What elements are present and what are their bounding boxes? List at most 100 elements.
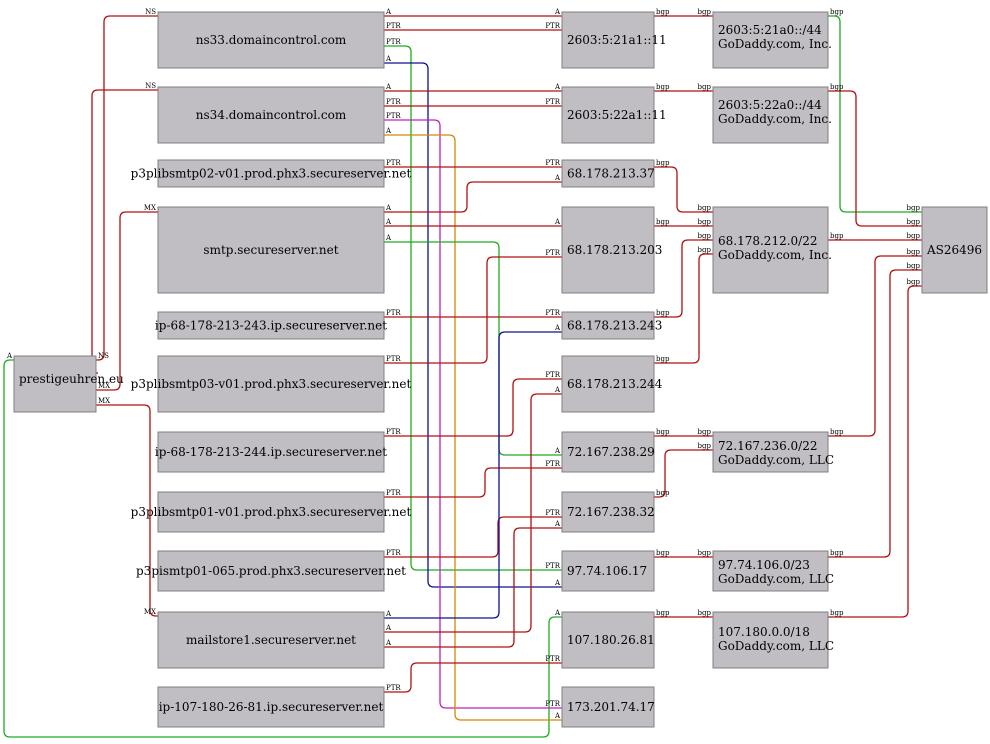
node-ip9717[interactable]: 97.74.106.17	[561, 550, 655, 592]
edge-line	[91, 89, 158, 374]
edge-label-start: PTR	[386, 309, 401, 317]
edge-label-start: PTR	[386, 112, 401, 120]
node-box	[561, 491, 655, 533]
edge-label-end: bgp	[907, 218, 921, 226]
node-ip10781[interactable]: 107.180.26.81	[561, 611, 655, 669]
edge-mailstore-ip243a: AA	[384, 324, 562, 619]
node-ip244a[interactable]: 68.178.213.244	[561, 355, 663, 413]
edge-label-start: A	[6, 352, 13, 360]
node-box	[157, 159, 385, 188]
node-box	[561, 11, 655, 69]
node-box	[157, 550, 385, 592]
edge-label-end: A	[554, 218, 561, 226]
edge-ns33-ip9717: AA	[384, 55, 562, 588]
edge-label-start: A	[385, 234, 392, 242]
node-box	[157, 355, 385, 413]
node-p3pli01[interactable]: p3plibsmtp01-v01.prod.phx3.secureserver.…	[131, 491, 412, 533]
edge-mailstore-ip32: AA	[384, 520, 562, 648]
node-v6b[interactable]: 2603:5:22a1::11	[561, 86, 667, 144]
edge-label-end: MX	[144, 608, 156, 616]
edge-label-end: PTR	[545, 655, 560, 663]
node-p3pli02[interactable]: p3plibsmtp02-v01.prod.phx3.secureserver.…	[131, 159, 412, 188]
edge-label-end: bgp	[698, 232, 712, 240]
node-label: 2603:5:22a1::11	[567, 108, 667, 122]
node-sublabel: GoDaddy.com, LLC	[718, 453, 834, 467]
edge-ns34-ip173: AA	[384, 127, 562, 721]
edge-label-end: bgp	[907, 204, 921, 212]
edge-label-end: bgp	[698, 549, 712, 557]
edge-label-start: A	[385, 83, 392, 91]
edge-label-end: A	[554, 386, 561, 394]
node-label: 2603:5:21a1::11	[567, 33, 667, 47]
node-ns34[interactable]: ns34.domaincontrol.com	[157, 86, 385, 144]
edge-label-end: bgp	[698, 428, 712, 436]
edge-label-end: A	[554, 447, 561, 455]
node-ip243a[interactable]: 68.178.213.243	[561, 311, 662, 340]
edge-line	[384, 378, 562, 437]
node-p3pis[interactable]: p3pismtp01-065.prod.phx3.secureserver.ne…	[136, 550, 406, 592]
edge-label-end: NS	[145, 82, 156, 90]
node-label: mailstore1.secureserver.net	[186, 633, 356, 647]
node-p3pli03[interactable]: p3plibsmtp03-v01.prod.phx3.secureserver.…	[131, 355, 412, 413]
node-v6a[interactable]: 2603:5:21a1::11	[561, 11, 667, 69]
node-ip173[interactable]: 173.201.74.17	[561, 686, 655, 728]
edge-label-start: bgp	[656, 549, 670, 557]
edge-line	[654, 166, 713, 213]
edge-line	[384, 134, 562, 721]
edge-label-start: A	[385, 218, 392, 226]
node-box	[712, 206, 829, 294]
edge-label-start: bgp	[656, 159, 670, 167]
edge-line	[828, 269, 922, 558]
edge-pfx22-as: bgp bgp	[828, 83, 922, 227]
node-ns33[interactable]: ns33.domaincontrol.com	[157, 11, 385, 69]
nodes-layer: prestigeuhren.eu ns33.domaincontrol.com ns…	[13, 11, 988, 728]
edge-label-end: PTR	[545, 22, 560, 30]
edge-line	[3, 359, 562, 738]
node-ip243[interactable]: ip-68-178-213-243.ip.secureserver.net	[155, 311, 387, 340]
node-label: 68.178.213.244	[567, 377, 663, 391]
node-ip244[interactable]: ip-68-178-213-244.ip.secureserver.net	[155, 431, 387, 473]
node-label: ip-68-178-213-243.ip.secureserver.net	[155, 319, 387, 333]
edge-line	[828, 15, 922, 213]
edge-label-start: A	[385, 624, 392, 632]
node-box	[157, 491, 385, 533]
node-label: ip-107-180-26-81.ip.secureserver.net	[159, 700, 384, 714]
node-ip32[interactable]: 72.167.238.32	[561, 491, 655, 533]
edge-line	[384, 45, 562, 571]
edge-label-end: bgp	[698, 609, 712, 617]
edge-label-end: bgp	[907, 262, 921, 270]
node-as[interactable]: AS26496	[921, 206, 988, 294]
node-box	[712, 431, 829, 473]
node-ip203[interactable]: 68.178.213.203	[561, 206, 662, 294]
node-box	[157, 431, 385, 473]
edge-label-start: PTR	[386, 489, 401, 497]
node-smtp[interactable]: smtp.secureserver.net	[157, 206, 385, 294]
edge-label-end: bgp	[698, 83, 712, 91]
edge-label-end: A	[554, 520, 561, 528]
node-label: p3pismtp01-065.prod.phx3.secureserver.ne…	[136, 564, 406, 578]
edge-line	[384, 62, 562, 588]
edge-label-end: PTR	[545, 509, 560, 517]
edge-line	[384, 331, 562, 619]
node-sublabel: GoDaddy.com, Inc.	[718, 112, 832, 126]
node-ip10718[interactable]: ip-107-180-26-81.ip.secureserver.net	[157, 686, 385, 728]
node-ip37[interactable]: 68.178.213.37	[561, 159, 655, 188]
node-prestige[interactable]: prestigeuhren.eu	[13, 355, 124, 413]
node-mailstore[interactable]: mailstore1.secureserver.net	[157, 611, 385, 669]
node-ip29[interactable]: 72.167.238.29	[561, 431, 655, 473]
edge-line	[654, 239, 713, 318]
